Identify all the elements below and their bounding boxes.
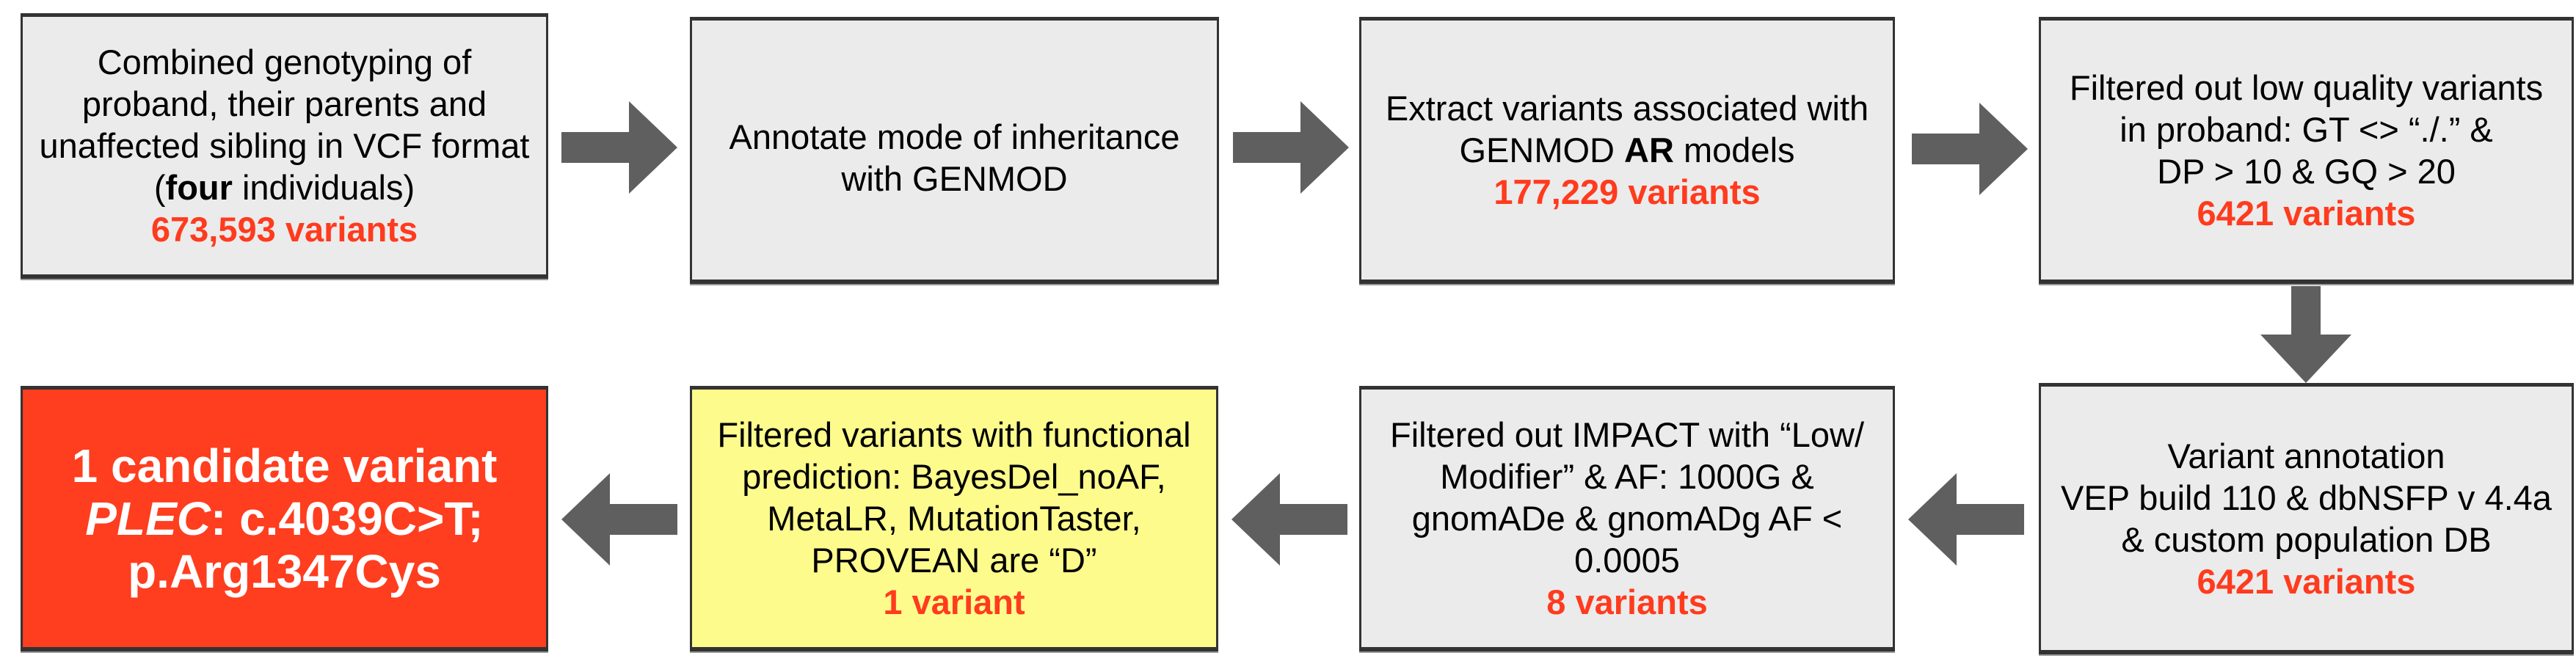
candidate-line: PLEC: c.4039C>T; (85, 492, 483, 545)
step-7-count: 1 variant (883, 582, 1025, 621)
step-6-line: 0.0005 (1574, 541, 1680, 580)
step-5-line: Variant annotation (2167, 436, 2445, 475)
step-1-line: unaffected sibling in VCF format (39, 126, 530, 165)
step-7-box: Filtered variants with functional predic… (690, 386, 1218, 651)
text: : c.4039C>T; (210, 492, 484, 545)
step-6-box: Filtered out IMPACT with “Low/ Modifier”… (1359, 386, 1895, 651)
step-7-line: PROVEAN are “D” (811, 541, 1097, 580)
arrow-right-icon (1233, 101, 1349, 194)
step-7-line: MetaLR, MutationTaster, (767, 499, 1141, 538)
text: individuals) (232, 168, 415, 207)
text: GENMOD (1459, 131, 1625, 169)
step-1-line: proband, their parents and (81, 84, 487, 123)
step-4-box: Filtered out low quality variants in pro… (2039, 17, 2574, 284)
arrow-left-icon (1231, 473, 1347, 566)
step-2-box: Annotate mode of inheritance with GENMOD (690, 17, 1219, 284)
step-4-line: DP > 10 & GQ > 20 (2157, 151, 2456, 191)
step-7-line: prediction: BayesDel_noAF, (742, 457, 1166, 496)
arrow-right-icon (561, 101, 677, 194)
arrow-down-icon (2260, 286, 2351, 383)
step-1-line: (four individuals) (154, 167, 415, 208)
step-1-count: 673,593 variants (150, 210, 418, 249)
step-7-line: Filtered variants with functional (717, 415, 1191, 454)
step-5-box: Variant annotation VEP build 110 & dbNSF… (2039, 383, 2574, 654)
arrow-right-icon (1912, 103, 2028, 195)
step-6-line: Filtered out IMPACT with “Low/ (1389, 415, 1865, 454)
candidate-line: p.Arg1347Cys (128, 544, 441, 598)
gene-name: PLEC (85, 492, 211, 545)
text: models (1673, 131, 1795, 169)
step-5-line: VEP build 110 & dbNSFP v 4.4a (2061, 478, 2552, 517)
arrow-left-icon (1908, 473, 2024, 566)
bold-text: AR (1624, 131, 1674, 169)
step-5-count: 6421 variants (2197, 561, 2416, 601)
step-6-line: gnomADe & gnomADg AF < (1411, 499, 1843, 538)
step-2-line: with GENMOD (841, 159, 1068, 198)
step-3-line: Extract variants associated with (1385, 89, 1869, 128)
step-6-count: 8 variants (1546, 582, 1708, 621)
step-4-count: 6421 variants (2197, 193, 2416, 233)
step-1-box: Combined genotyping of proband, their pa… (21, 13, 548, 279)
step-3-box: Extract variants associated with GENMOD … (1359, 17, 1895, 284)
text: ( (153, 168, 166, 207)
candidate-variant-box: 1 candidate variant PLEC: c.4039C>T; p.A… (21, 386, 548, 651)
step-6-line: Modifier” & AF: 1000G & (1440, 457, 1814, 496)
step-3-line: GENMOD AR models (1459, 129, 1794, 171)
arrow-left-icon (561, 473, 677, 566)
bold-text: four (165, 168, 233, 207)
step-2-line: Annotate mode of inheritance (729, 117, 1180, 156)
step-1-line: Combined genotyping of (97, 43, 472, 81)
step-4-line: Filtered out low quality variants (2069, 67, 2544, 107)
step-5-line: & custom population DB (2121, 519, 2492, 559)
step-4-line: in proband: GT <> “./.” & (2120, 109, 2493, 149)
step-3-count: 177,229 variants (1493, 172, 1761, 211)
candidate-line: 1 candidate variant (71, 439, 498, 492)
